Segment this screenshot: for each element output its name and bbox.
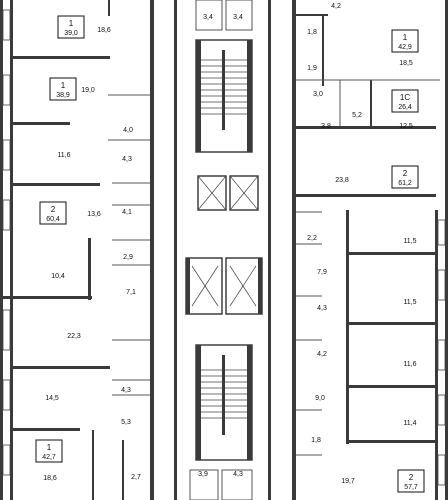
apt-area: 42,7 <box>42 454 56 461</box>
room-22-3: 22,3 <box>67 333 81 340</box>
room-11-6-left: 11,6 <box>57 152 70 159</box>
apt-area: 38,9 <box>56 92 70 99</box>
room-4-3-core: 4,3 <box>233 471 243 478</box>
room-2-9: 2,9 <box>123 254 133 261</box>
apt-rooms: 1 <box>69 19 74 28</box>
room-1-8-bot: 1,8 <box>311 437 321 444</box>
apt-badge-l-2: 1 38,9 <box>49 77 77 101</box>
room-3-0: 3,0 <box>313 91 323 98</box>
room-2-2: 2,2 <box>307 235 317 242</box>
room-1-9: 1,9 <box>307 65 317 72</box>
room-19-0: 19,0 <box>81 87 95 94</box>
room-4-0: 4,0 <box>123 127 133 134</box>
room-5-2: 5,2 <box>352 112 362 119</box>
core <box>185 0 263 500</box>
room-labels: 18,6 3,4 3,4 4,2 1,8 18,5 19,0 1,9 3,0 5… <box>43 3 416 485</box>
room-1-8-top: 1,8 <box>307 29 317 36</box>
room-19-7: 19,7 <box>341 478 355 485</box>
room-5-3: 5,3 <box>121 419 131 426</box>
apt-badge-r-mid: 2 61,2 <box>391 165 419 189</box>
room-4-2-right: 4,2 <box>317 351 327 358</box>
apt-rooms: 2 <box>409 473 414 482</box>
right-windows <box>437 219 446 486</box>
room-2-7: 2,7 <box>131 474 141 481</box>
apt-rooms: 1 <box>403 33 408 42</box>
apt-badge-l-bot: 1 42,7 <box>35 439 63 463</box>
room-4-3-right: 4,3 <box>317 305 327 312</box>
apt-area: 26,4 <box>398 104 412 111</box>
room-10-4: 10,4 <box>51 273 65 280</box>
room-7-9: 7,9 <box>317 269 327 276</box>
room-23-8: 23,8 <box>335 177 349 184</box>
room-12-5: 12,5 <box>399 123 413 130</box>
apt-area: 57,7 <box>404 484 418 491</box>
apt-badge-r-top: 1 42,9 <box>391 29 419 53</box>
room-11-6-right: 11,6 <box>403 361 416 368</box>
room-3-4-a: 3,4 <box>203 14 213 21</box>
apartment-badges: 1 39,0 1 38,9 2 60,4 1 42,7 1 42,9 <box>35 15 425 493</box>
room-11-4: 11,4 <box>403 420 416 427</box>
room-3-4-b: 3,4 <box>233 14 243 21</box>
apt-badge-r-studio: 1C 26,4 <box>391 89 419 113</box>
apt-area: 39,0 <box>64 30 78 37</box>
room-9-0: 9,0 <box>315 395 325 402</box>
apt-rooms: 2 <box>51 205 56 214</box>
room-11-5-a: 11,5 <box>403 238 416 245</box>
room-3-8: 3,8 <box>321 123 331 130</box>
apt-badge-l-top: 1 39,0 <box>57 15 85 39</box>
room-11-5-b: 11,5 <box>403 299 416 306</box>
room-4-2: 4,2 <box>331 3 341 10</box>
apt-area: 61,2 <box>398 180 412 187</box>
apt-rooms: 1C <box>400 93 410 102</box>
room-18-5: 18,5 <box>399 60 413 67</box>
apt-rooms: 1 <box>61 81 66 90</box>
room-18-6-bot: 18,6 <box>43 475 57 482</box>
room-4-1: 4,1 <box>122 209 132 216</box>
room-4-3-left-bot: 4,3 <box>121 387 131 394</box>
apt-rooms: 2 <box>403 169 408 178</box>
room-4-3-left-top: 4,3 <box>122 156 132 163</box>
apt-area: 42,9 <box>398 44 412 51</box>
partitions <box>108 79 440 456</box>
room-13-6: 13,6 <box>87 211 101 218</box>
left-windows <box>2 9 11 476</box>
elevator-3 <box>185 257 223 315</box>
apt-area: 60,4 <box>46 216 60 223</box>
room-7-1: 7,1 <box>126 289 136 296</box>
apt-badge-l-3: 2 60,4 <box>39 201 67 225</box>
room-14-5: 14,5 <box>45 395 59 402</box>
apt-rooms: 1 <box>47 443 52 452</box>
apt-badge-r-bot: 2 57,7 <box>397 469 425 493</box>
room-18-6-top: 18,6 <box>97 27 111 34</box>
elevator-4 <box>225 257 263 315</box>
room-3-9: 3,9 <box>198 471 208 478</box>
